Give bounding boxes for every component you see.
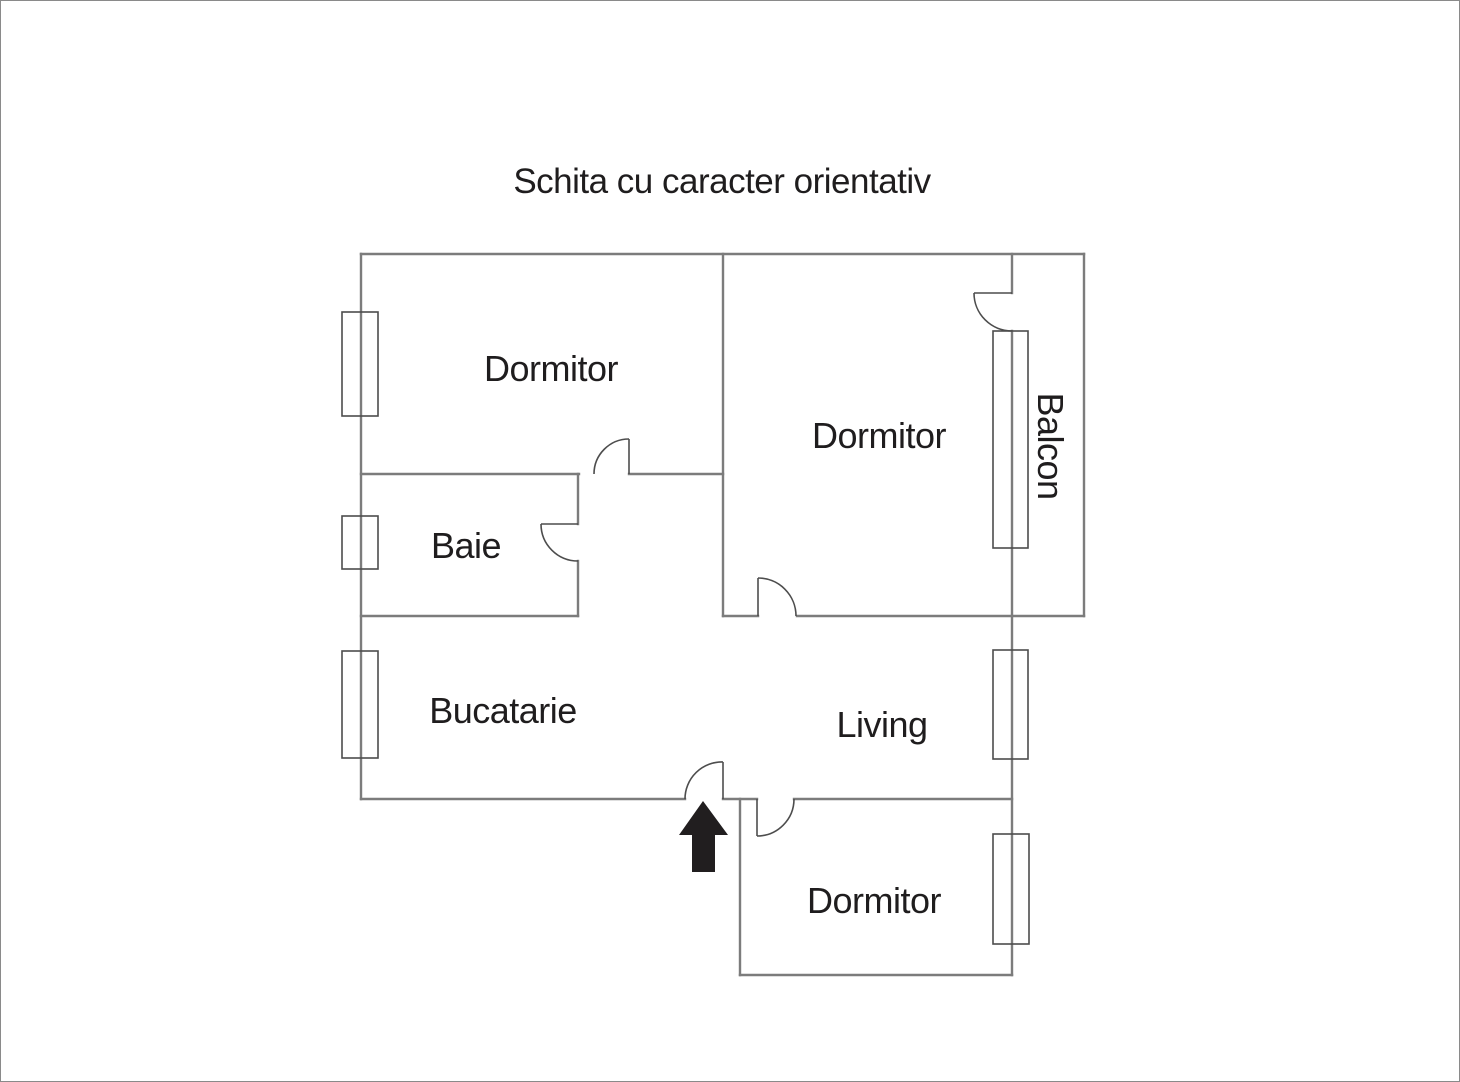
window-bedroom-tr-balcony bbox=[992, 330, 1029, 549]
walls bbox=[359, 252, 1086, 977]
room-label-living: Living bbox=[836, 704, 927, 745]
door-bedroom-tr bbox=[757, 577, 797, 617]
doors bbox=[540, 292, 1013, 837]
window-living bbox=[992, 649, 1029, 760]
plan-title: Schita cu caracter orientativ bbox=[513, 162, 931, 201]
windows bbox=[341, 311, 1030, 945]
door-balcony bbox=[973, 292, 1013, 332]
door-bedroom-bottom bbox=[756, 798, 795, 837]
room-label-bucatarie: Bucatarie bbox=[429, 690, 577, 731]
door-entrance bbox=[684, 761, 724, 800]
door-bathroom bbox=[540, 523, 579, 562]
door-bedroom-tl bbox=[593, 438, 630, 475]
window-kitchen bbox=[341, 650, 379, 759]
room-label-baie: Baie bbox=[431, 525, 501, 566]
room-label-dormitor-top-left: Dormitor bbox=[484, 348, 619, 389]
room-label-dormitor-top-right: Dormitor bbox=[812, 415, 947, 456]
window-bedroom-bottom bbox=[992, 833, 1030, 945]
entrance-arrow-icon bbox=[679, 801, 728, 872]
room-label-balcon: Balcon bbox=[1030, 392, 1071, 499]
room-label-dormitor-bottom: Dormitor bbox=[807, 880, 942, 921]
window-bathroom bbox=[341, 515, 379, 570]
window-bedroom-tl bbox=[341, 311, 379, 417]
